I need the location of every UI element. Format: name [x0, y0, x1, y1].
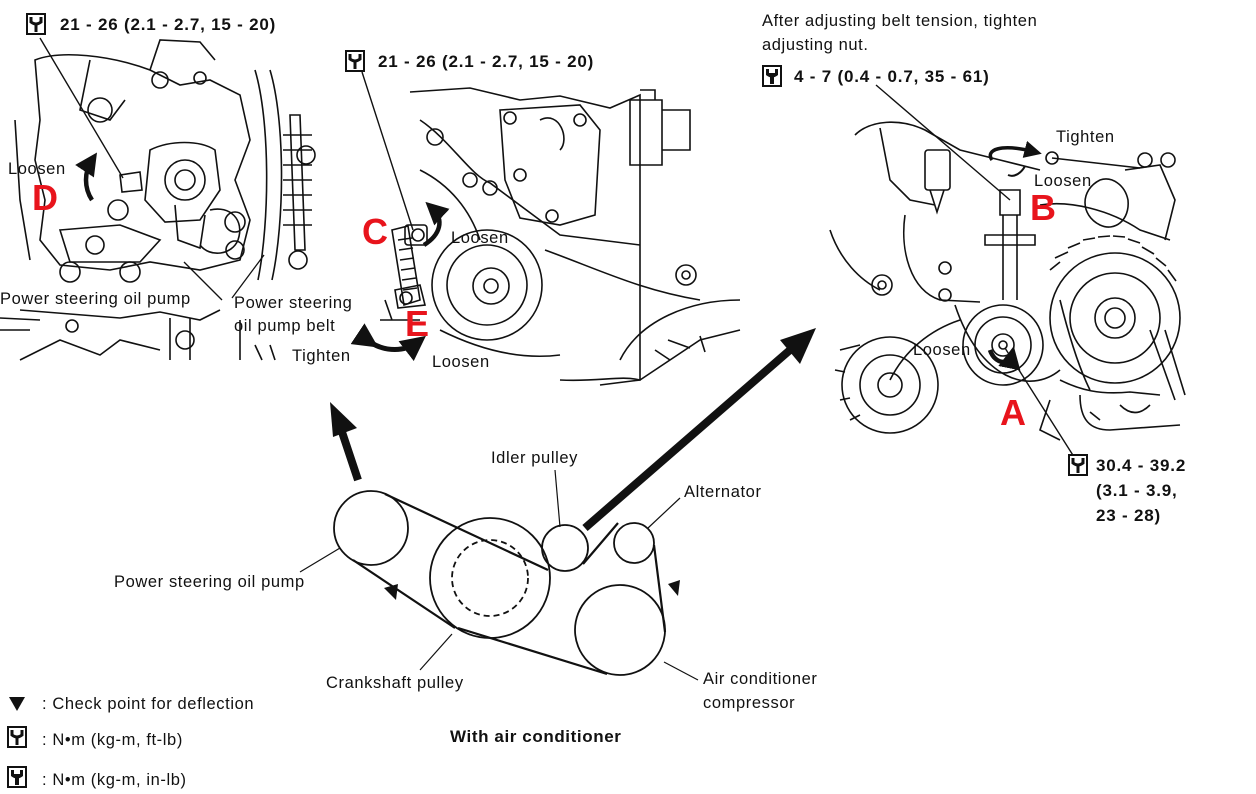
marker-d: D: [32, 177, 58, 218]
layout-caption: With air conditioner: [450, 727, 622, 746]
adjust-note-line1: After adjusting belt tension, tighten: [762, 12, 1038, 30]
leader-c: [361, 71, 414, 231]
loosen-label-e: Loosen: [432, 353, 490, 371]
torque-spec-a-line2: (3.1 - 3.9,: [1096, 481, 1178, 500]
pointer-arrow-right: [582, 346, 793, 532]
loosen-label-c: Loosen: [451, 229, 509, 247]
tighten-label-e: Tighten: [292, 347, 351, 365]
pulley-ps-pump: [333, 490, 409, 566]
ps-belt-label-line2: oil pump belt: [234, 317, 336, 335]
loosen-label-b: Loosen: [1034, 172, 1092, 190]
pulley-ac-compressor: [574, 584, 666, 676]
ac-compressor-label-line1: Air conditioner: [703, 670, 818, 688]
leader-d: [39, 37, 124, 179]
pulley-idler: [541, 524, 589, 572]
belt-layout: [299, 469, 699, 681]
legend-unit-inlb: : N•m (kg-m, in-lb): [42, 771, 187, 789]
torque-spec-c: 21 - 26 (2.1 - 2.7, 15 - 20): [378, 52, 595, 71]
legend-check-point: : Check point for deflection: [42, 695, 255, 713]
adjuster-drawing: [380, 87, 741, 386]
pointer-arrow-left: [338, 430, 362, 482]
loosen-label-a: Loosen: [913, 341, 971, 359]
torque-wrench-filled-icon: [7, 766, 27, 788]
marker-b: B: [1030, 187, 1056, 228]
crankshaft-pulley-label: Crankshaft pulley: [326, 674, 464, 692]
loosen-arrow-b: [1007, 165, 1026, 177]
alternator-label: Alternator: [684, 483, 762, 501]
pulley-crankshaft: [429, 517, 551, 639]
torque-wrench-icon: [1068, 454, 1088, 476]
ps-pump-drawing: [0, 39, 316, 361]
torque-wrench-icon: [26, 13, 46, 35]
torque-wrench-filled-icon: [762, 65, 782, 87]
loosen-arrow-d: [75, 152, 97, 202]
deflection-mark-left: [384, 584, 398, 600]
adjust-arrow-e: [350, 323, 426, 362]
legend-unit-ftlb: : N•m (kg-m, ft-lb): [42, 731, 183, 749]
deflection-mark-right: [668, 580, 680, 596]
idler-pulley-label: Idler pulley: [491, 449, 578, 467]
ps-pump-layout-label: Power steering oil pump: [114, 573, 305, 591]
adjust-note-line2: adjusting nut.: [762, 36, 869, 54]
marker-e: E: [405, 303, 430, 344]
ps-pump-label: Power steering oil pump: [0, 290, 191, 308]
deflection-triangle-icon: [9, 697, 25, 711]
torque-spec-d: 21 - 26 (2.1 - 2.7, 15 - 20): [60, 15, 277, 34]
tighten-arrow-b: [988, 140, 1042, 162]
marker-a: A: [1000, 392, 1026, 433]
tensioner-drawing: [829, 121, 1186, 441]
loosen-arrow-a: [987, 346, 1021, 371]
pulley-alternator: [613, 522, 655, 564]
loosen-label-d: Loosen: [8, 160, 66, 178]
marker-c: C: [362, 211, 388, 252]
torque-spec-a-line3: 23 - 28): [1096, 506, 1161, 525]
torque-wrench-icon: [345, 50, 365, 72]
leader-b: [875, 84, 1011, 201]
torque-spec-a-line1: 30.4 - 39.2: [1096, 456, 1187, 475]
tighten-label-b: Tighten: [1056, 128, 1115, 146]
torque-spec-b: 4 - 7 (0.4 - 0.7, 35 - 61): [794, 67, 990, 86]
ps-belt-label-line1: Power steering: [234, 294, 353, 312]
loosen-arrow-c: [422, 201, 450, 247]
torque-wrench-icon: [7, 726, 27, 748]
ac-compressor-label-line2: compressor: [703, 694, 796, 712]
